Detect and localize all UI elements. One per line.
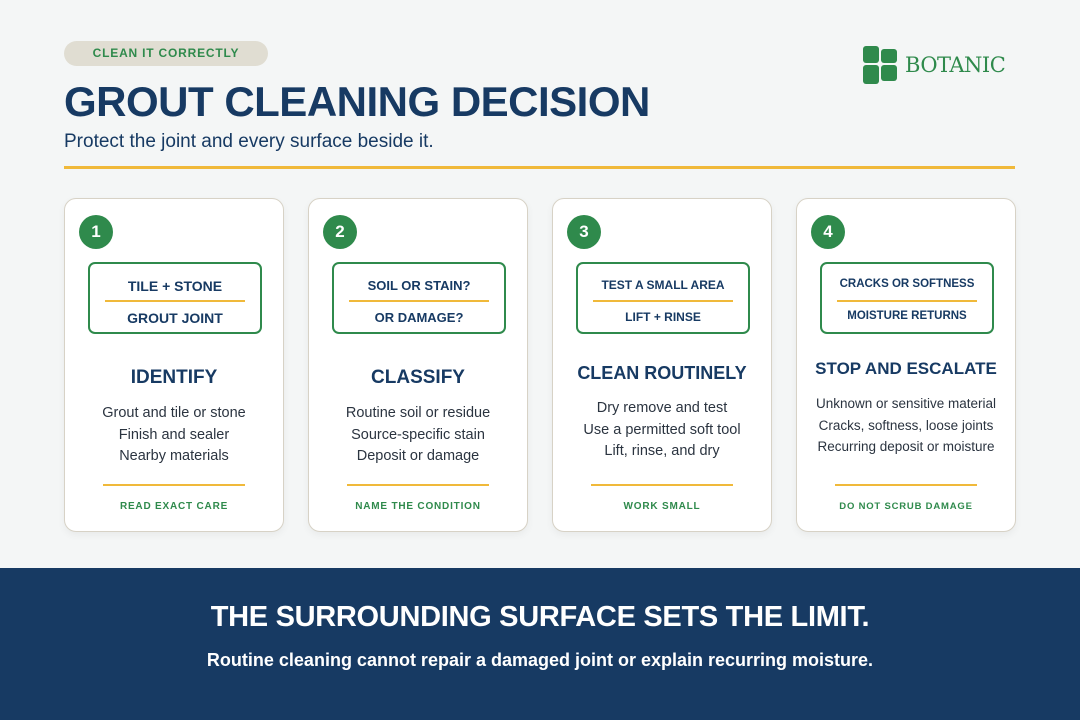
step-tag: CRACKS OR SOFTNESS MOISTURE RETURNS [820, 262, 994, 334]
leaf-grid-icon [863, 46, 897, 84]
description-line: Finish and sealer [118, 426, 230, 443]
step-footer: READ EXACT CARE [119, 501, 229, 512]
card-divider [591, 484, 733, 486]
tag-top-label: TEST A SMALL AREA [601, 278, 725, 292]
description-line: Nearby materials [119, 448, 229, 464]
description-line: Recurring deposit or moisture [817, 439, 995, 454]
step-tag: TILE + STONE GROUT JOINT [88, 262, 262, 334]
step-number-badge: 2 [323, 215, 357, 249]
step-number-badge: 3 [567, 215, 601, 249]
banner-text: Routine cleaning cannot repair a damaged… [206, 650, 874, 670]
description-line: Deposit or damage [356, 448, 480, 464]
tag-top-label: CRACKS OR SOFTNESS [839, 278, 975, 290]
step-card-identify: 1 TILE + STONE GROUT JOINT IDENTIFY Grou… [64, 198, 284, 532]
logo-text: BOTANIC [905, 53, 1006, 77]
description-line: Grout and tile or stone [102, 405, 246, 421]
description-line: Dry remove and test [596, 400, 728, 416]
tag-top-label: SOIL OR STAIN? [367, 278, 471, 293]
card-divider [835, 484, 977, 486]
step-footer: NAME THE CONDITION [355, 501, 481, 512]
tag-bottom-label: GROUT JOINT [127, 310, 223, 326]
header-divider [64, 166, 1015, 169]
step-description: Grout and tile or stone Finish and seale… [65, 403, 283, 468]
step-title: STOP AND ESCALATE [815, 359, 997, 378]
tag-bottom-label: MOISTURE RETURNS [847, 310, 967, 322]
description-line: Source-specific stain [351, 426, 485, 443]
step-description: Unknown or sensitive material Cracks, so… [797, 393, 1015, 458]
card-divider [103, 484, 245, 486]
step-title: IDENTIFY [130, 367, 218, 388]
step-tag: TEST A SMALL AREA LIFT + RINSE [576, 262, 750, 334]
step-title: CLEAN ROUTINELY [577, 363, 747, 383]
tag-bottom-label: OR DAMAGE? [374, 310, 464, 325]
brand-logo: BOTANIC [863, 46, 1006, 84]
page-subtitle: Protect the joint and every surface besi… [64, 131, 434, 152]
step-footer: DO NOT SCRUB DAMAGE [839, 501, 973, 512]
description-line: Cracks, softness, loose joints [818, 417, 994, 433]
step-description: Routine soil or residue Source-specific … [309, 403, 527, 468]
step-number-badge: 1 [79, 215, 113, 249]
step-description: Dry remove and test Use a permitted soft… [553, 398, 771, 463]
step-card-clean-routinely: 3 TEST A SMALL AREA LIFT + RINSE CLEAN R… [552, 198, 772, 532]
tag-bottom-label: LIFT + RINSE [625, 310, 701, 324]
card-divider [347, 484, 489, 486]
step-card-stop-and-escalate: 4 CRACKS OR SOFTNESS MOISTURE RETURNS ST… [796, 198, 1016, 532]
tag-divider [593, 300, 733, 302]
page-title: GROUT CLEANING DECISION [64, 78, 650, 125]
description-line: Unknown or sensitive material [815, 396, 997, 411]
tag-divider [349, 300, 489, 302]
tag-divider [837, 300, 977, 302]
description-line: Lift, rinse, and dry [604, 443, 720, 459]
step-number-badge: 4 [811, 215, 845, 249]
step-card-classify: 2 SOIL OR STAIN? OR DAMAGE? CLASSIFY Rou… [308, 198, 528, 532]
step-footer: WORK SMALL [623, 501, 701, 512]
tag-divider [105, 300, 245, 302]
banner-title: THE SURROUNDING SURFACE SETS THE LIMIT. [210, 601, 870, 633]
eyebrow-pill: CLEAN IT CORRECTLY [64, 41, 268, 66]
step-title: CLASSIFY [371, 367, 465, 388]
description-line: Use a permitted soft tool [583, 421, 741, 438]
bottom-banner: THE SURROUNDING SURFACE SETS THE LIMIT. … [0, 568, 1080, 720]
tag-top-label: TILE + STONE [127, 278, 223, 294]
step-tag: SOIL OR STAIN? OR DAMAGE? [332, 262, 506, 334]
description-line: Routine soil or residue [345, 405, 491, 421]
